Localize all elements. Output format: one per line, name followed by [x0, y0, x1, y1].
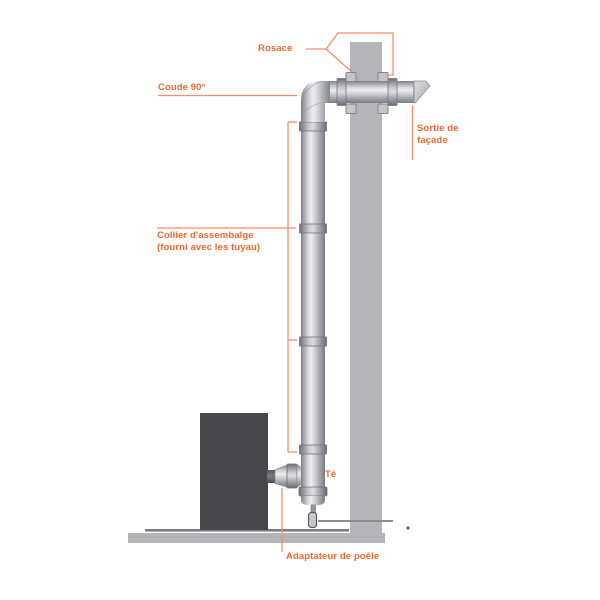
floor-slab	[128, 533, 385, 543]
label-adaptateur-poele: Adaptateur de poêle	[286, 551, 380, 562]
stove-adapter-cone	[274, 464, 288, 488]
label-collier-line1: Collier d'assembalge	[157, 230, 254, 241]
label-collier-assemblage: Collier d'assembalge (fourni avec les tu…	[157, 230, 260, 253]
joint-collar-2	[299, 223, 327, 234]
pipe-joint-collars	[299, 121, 327, 455]
rosace-leader-lower	[325, 48, 353, 73]
stove	[200, 413, 268, 530]
tee-bottom-cap	[301, 496, 325, 505]
rosace-plates	[345, 72, 389, 114]
rosace-leader-upper	[325, 32, 394, 76]
horizontal-joint-collar-1	[336, 78, 347, 106]
annotation-lines	[157, 32, 414, 552]
stove-adapter-flange	[267, 470, 276, 483]
label-sortie-line1: Sortie de	[417, 123, 459, 134]
label-collier-line2: (fourni avec les tuyau)	[157, 241, 261, 253]
label-sortie-facade: Sortie de façade	[417, 123, 459, 146]
label-rosace: Rosace	[258, 43, 293, 54]
rosace-plate-left-top	[345, 72, 357, 83]
facade-outlet-bevel	[413, 80, 431, 104]
floor-surface-line	[145, 529, 349, 532]
label-te: Té	[325, 469, 337, 480]
joint-collar-1	[299, 121, 327, 132]
elbow-seam-2	[302, 101, 326, 114]
horizontal-joint-collar-2	[387, 78, 398, 106]
elbow-seam-1	[301, 81, 322, 98]
tee-bottom-collar	[298, 486, 328, 497]
drain-drip-mark	[406, 526, 410, 530]
vertical-flue-pipe	[301, 112, 325, 487]
rosace-plate-right-top	[377, 72, 389, 83]
drain-tube	[318, 520, 393, 522]
rosace-plate-left-bottom	[345, 103, 357, 114]
wall	[350, 42, 382, 543]
joint-collar-4	[299, 444, 327, 455]
rosace-plate-right-bottom	[377, 103, 389, 114]
elbow-90	[301, 81, 331, 122]
drain-fitting	[307, 511, 318, 529]
joint-collar-3	[299, 336, 327, 347]
label-coude-90: Coude 90°	[158, 82, 206, 93]
stove-adapter-ring	[286, 463, 298, 489]
label-sortie-line2: façade	[417, 134, 448, 146]
